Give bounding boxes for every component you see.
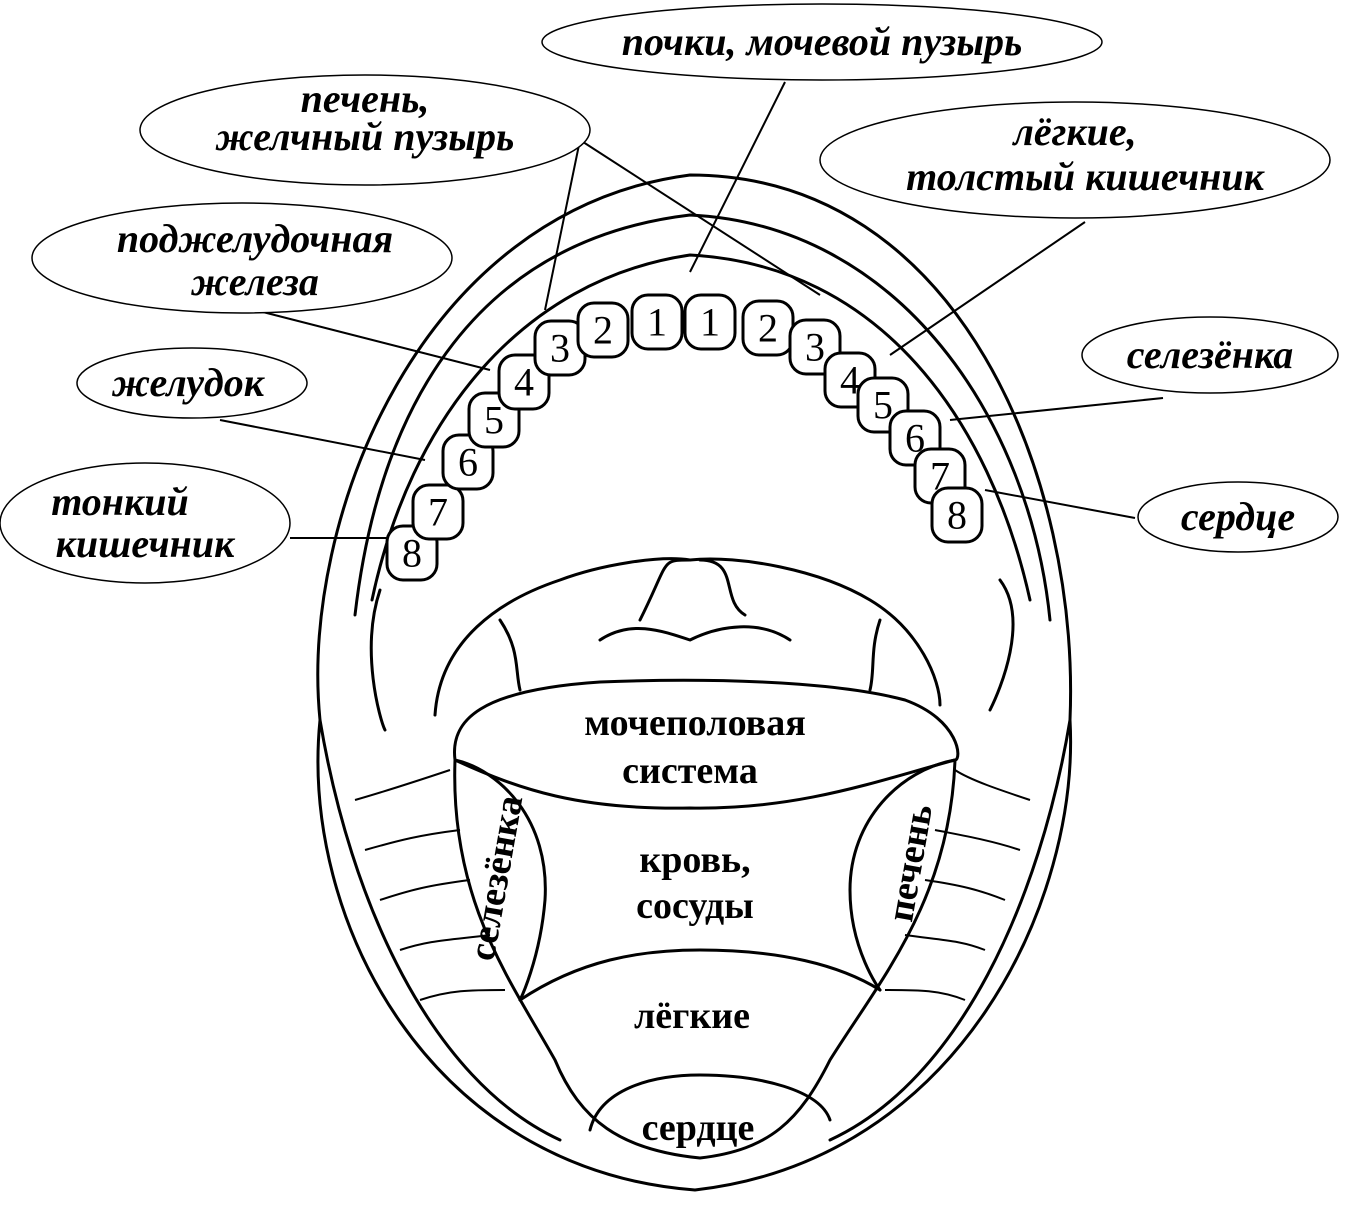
label-text: желудок xyxy=(111,360,266,405)
mouth-outline xyxy=(316,173,1073,1192)
tooth-left-6: 6 xyxy=(441,433,495,491)
label-text: тонкий xyxy=(51,479,189,524)
label-liver: печень, желчный пузырь xyxy=(139,74,591,186)
label-kidneys: почки, мочевой пузырь xyxy=(541,3,1103,81)
label-stomach: желудок xyxy=(76,347,308,419)
zone-urogenital: мочеполовая xyxy=(584,702,806,744)
tooth-number: 4 xyxy=(514,360,534,405)
tooth-right-4: 4 xyxy=(823,351,877,409)
tooth-number: 8 xyxy=(402,531,422,576)
label-text: кишечник xyxy=(56,521,237,566)
tooth-number: 1 xyxy=(700,300,720,345)
leader-lines xyxy=(219,81,1164,539)
tongue-zones: мочеполовая система кровь, сосуды лёгкие… xyxy=(461,702,941,1149)
tooth-number: 2 xyxy=(593,308,613,353)
zone-liver: печень xyxy=(879,801,941,925)
tooth-left-1: 1 xyxy=(630,293,684,351)
zone-urogenital-2: система xyxy=(622,750,758,792)
label-spleen: селезёнка xyxy=(1081,316,1339,394)
tooth-number: 3 xyxy=(550,326,570,371)
label-text: почки, мочевой пузырь xyxy=(622,19,1023,64)
tooth-number: 1 xyxy=(647,300,667,345)
label-small-intestine: тонкий кишечник xyxy=(0,462,291,584)
tooth-number: 8 xyxy=(947,493,967,538)
zone-spleen: селезёнка xyxy=(461,792,531,963)
label-heart: сердце xyxy=(1137,481,1339,553)
label-text: селезёнка xyxy=(1127,332,1294,377)
zone-heart: сердце xyxy=(642,1107,755,1149)
tooth-left-3: 3 xyxy=(533,319,587,377)
tooth-number: 7 xyxy=(428,490,448,535)
label-text: сердце xyxy=(1181,494,1295,539)
tooth-left-2: 2 xyxy=(576,301,630,359)
tooth-number: 6 xyxy=(905,416,925,461)
label-lungs: лёгкие, толстый кишечник xyxy=(819,101,1331,219)
label-text: железа xyxy=(190,259,319,304)
label-text: поджелудочная xyxy=(117,216,393,261)
tooth-right-2: 2 xyxy=(741,299,795,357)
tooth-number: 3 xyxy=(805,325,825,370)
label-text: лёгкие, xyxy=(1011,109,1136,154)
tooth-number: 6 xyxy=(458,440,478,485)
tooth-number: 4 xyxy=(840,358,860,403)
zone-blood-2: сосуды xyxy=(636,885,754,927)
label-text: печень, xyxy=(301,76,430,121)
tooth-right-1: 1 xyxy=(683,293,737,351)
tooth-number: 2 xyxy=(758,306,778,351)
label-text: желчный пузырь xyxy=(215,114,515,159)
label-text: толстый кишечник xyxy=(906,154,1266,199)
zone-blood: кровь, xyxy=(639,839,750,881)
label-pancreas: поджелудочная железа xyxy=(31,202,453,314)
tooth-left-7: 7 xyxy=(411,483,465,541)
tooth-right-8: 8 xyxy=(930,486,984,544)
zone-lungs: лёгкие xyxy=(634,995,750,1037)
tooth-number: 5 xyxy=(873,383,893,428)
tooth-number: 5 xyxy=(484,398,504,443)
